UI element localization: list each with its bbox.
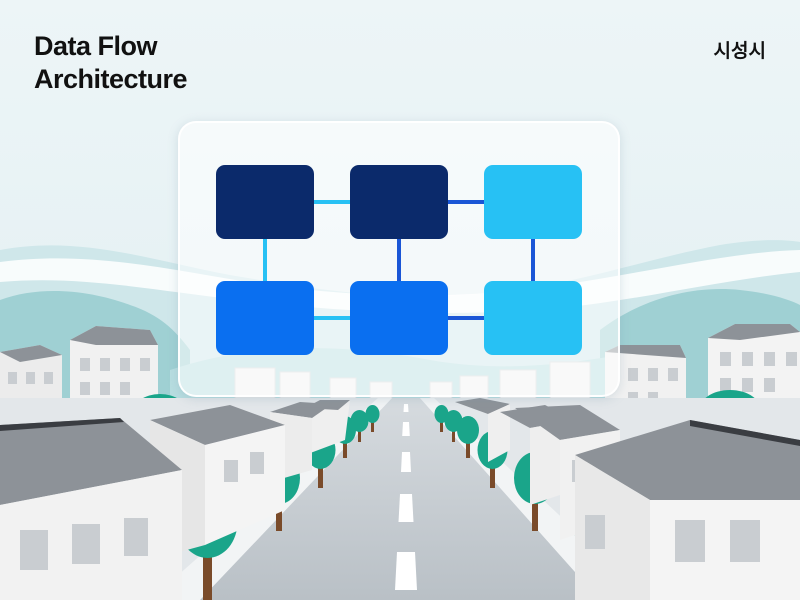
diagram-panel <box>178 121 620 397</box>
diagram-node-n1 <box>216 165 314 239</box>
page-title: Data Flow Architecture <box>34 30 188 96</box>
diagram-node-n6 <box>484 281 582 355</box>
diagram-node-n4 <box>216 281 314 355</box>
house-left-front <box>0 418 182 600</box>
diagram-node-n2 <box>350 165 448 239</box>
house-right-front <box>575 420 800 600</box>
title-line-2: Architecture <box>34 64 188 94</box>
diagram-node-n5 <box>350 281 448 355</box>
brand-label: 시성시 <box>713 40 766 62</box>
house-left-mid-2 <box>70 326 158 420</box>
diagram-node-n3 <box>484 165 582 239</box>
road-center-line <box>395 404 417 590</box>
title-line-1: Data Flow <box>34 31 158 61</box>
diagram-connectors <box>263 200 535 320</box>
